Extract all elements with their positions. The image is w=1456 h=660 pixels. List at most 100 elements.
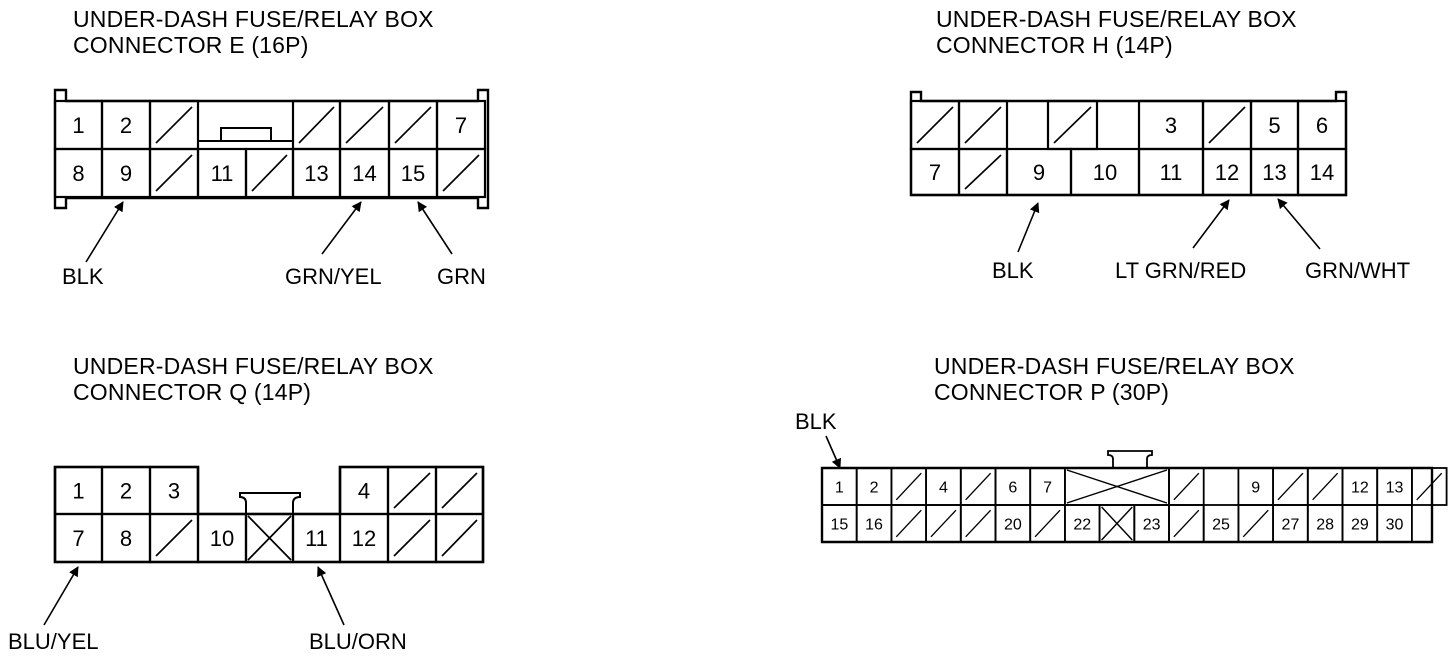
p-terminal-30: 30 [1386,516,1404,533]
q-terminal-4: 4 [358,478,370,503]
p-terminal-29: 29 [1351,516,1369,533]
h-unused-slash-2 [1053,106,1092,144]
p-terminal-16: 16 [865,516,883,533]
p-lock-tab [1107,450,1153,468]
p-terminal-2: 2 [870,479,879,496]
q-unused-slash-7 [393,519,431,557]
q-terminal-8: 8 [120,526,132,551]
h-unused-slash-1 [964,154,1002,190]
q-terminal-3: 3 [168,478,180,503]
h-terminal-5: 5 [1268,113,1280,138]
connector-e-title: UNDER-DASH FUSE/RELAY BOX CONNECTOR E (1… [73,6,434,58]
q-terminal-11: 11 [305,526,328,551]
q-unused-slash-5 [441,472,478,509]
p-x-b-7 [1066,469,1168,504]
q-terminal-10: 10 [210,526,234,551]
p-unused-slash-4 [965,509,992,538]
q-unused-slash-4 [393,472,431,509]
h-terminal-13: 13 [1262,160,1286,185]
q-shell [53,465,485,564]
q-unused-slash-8 [441,519,478,557]
connector-e-title-line1: UNDER-DASH FUSE/RELAY BOX [73,6,434,32]
wire-label-q-7: BLU/YEL [8,629,99,654]
p-terminal-28: 28 [1316,516,1334,533]
connector-h-title-line2: CONNECTOR H (14P) [936,32,1173,58]
p-unused-slash-10 [1277,472,1304,501]
connector-h-title: UNDER-DASH FUSE/RELAY BOX CONNECTOR H (1… [936,6,1297,58]
e-terminal-2: 2 [120,113,132,138]
q-x-b-4 [247,515,292,561]
e-unused-slash-4 [345,106,384,144]
p-terminal-22: 22 [1073,516,1091,533]
wire-label-p-1: BLK [795,409,837,434]
h-unused-slash-4 [1208,106,1246,144]
h-terminal-9: 9 [1033,160,1045,185]
h-unused-slash-1 [964,106,1002,144]
h-terminal-6: 6 [1316,113,1328,138]
e-unused-slash-3 [298,106,335,144]
h-arrow-13 [1277,198,1321,250]
p-terminal-9: 9 [1251,479,1260,496]
h-terminal-12: 12 [1215,160,1239,185]
wire-label-e-9: BLK [62,264,104,289]
q-terminal-1: 1 [72,478,84,503]
h-terminal-14: 14 [1310,160,1334,185]
q-terminal-12: 12 [352,526,376,551]
e-terminal-14: 14 [352,161,376,186]
connector-p-title: UNDER-DASH FUSE/RELAY BOX CONNECTOR P (3… [934,353,1295,405]
p-unused-slash-12 [1242,509,1269,538]
e-unused-slash-8 [442,154,480,192]
e-unused-slash-4 [251,154,288,192]
e-shell [53,88,490,210]
e-unused-slash-2 [155,106,193,144]
p-shell [820,466,1434,544]
connector-q-title-line1: UNDER-DASH FUSE/RELAY BOX [73,353,434,379]
e-lock-tab [220,127,272,142]
p-terminal-4: 4 [939,479,948,496]
p-unused-slash-3 [930,509,957,538]
wire-label-h-13: GRN/WHT [1305,258,1411,283]
p-unused-slash-14 [1416,472,1443,501]
p-terminal-7: 7 [1043,479,1052,496]
q-unused-slash-2 [155,519,193,557]
connector-e-title-line2: CONNECTOR E (16P) [73,32,309,58]
p-unused-slash-2 [895,472,922,501]
h-unused-slash-0 [916,106,954,144]
p-terminal-25: 25 [1212,516,1230,533]
e-terminal-8: 8 [72,161,84,186]
e-terminal-9: 9 [120,161,132,186]
h-terminal-7: 7 [929,160,941,185]
p-unused-slash-8 [1173,472,1200,501]
e-terminal-1: 1 [72,113,84,138]
wire-label-h-9: BLK [992,258,1034,283]
e-unused-slash-2 [155,154,193,192]
e-terminal-7: 7 [455,113,467,138]
p-unused-slash-11 [1312,472,1339,501]
e-arrow-9 [85,201,124,263]
p-unused-slash-2 [895,509,922,538]
e-terminal-15: 15 [401,161,425,186]
wire-label-e-15: GRN [437,264,486,289]
connector-p-title-line1: UNDER-DASH FUSE/RELAY BOX [934,353,1295,379]
p-terminal-27: 27 [1282,516,1300,533]
p-unused-slash-6 [1034,509,1061,538]
p-terminal-23: 23 [1143,516,1161,533]
q-arrow-11 [317,566,345,626]
q-terminal-2: 2 [120,478,132,503]
h-terminal-10: 10 [1093,160,1117,185]
wire-label-q-11: BLU/ORN [309,629,407,654]
h-arrow-9 [1017,202,1040,253]
e-terminal-13: 13 [304,161,328,186]
wire-label-e-14: GRN/YEL [285,264,382,289]
h-arrow-12 [1192,199,1230,249]
p-x-b-8 [1101,506,1133,541]
p-arrow-1 [825,435,841,469]
connector-q-title: UNDER-DASH FUSE/RELAY BOX CONNECTOR Q (1… [73,353,434,405]
q-lock-tab [239,492,301,514]
p-terminal-13: 13 [1386,479,1404,496]
